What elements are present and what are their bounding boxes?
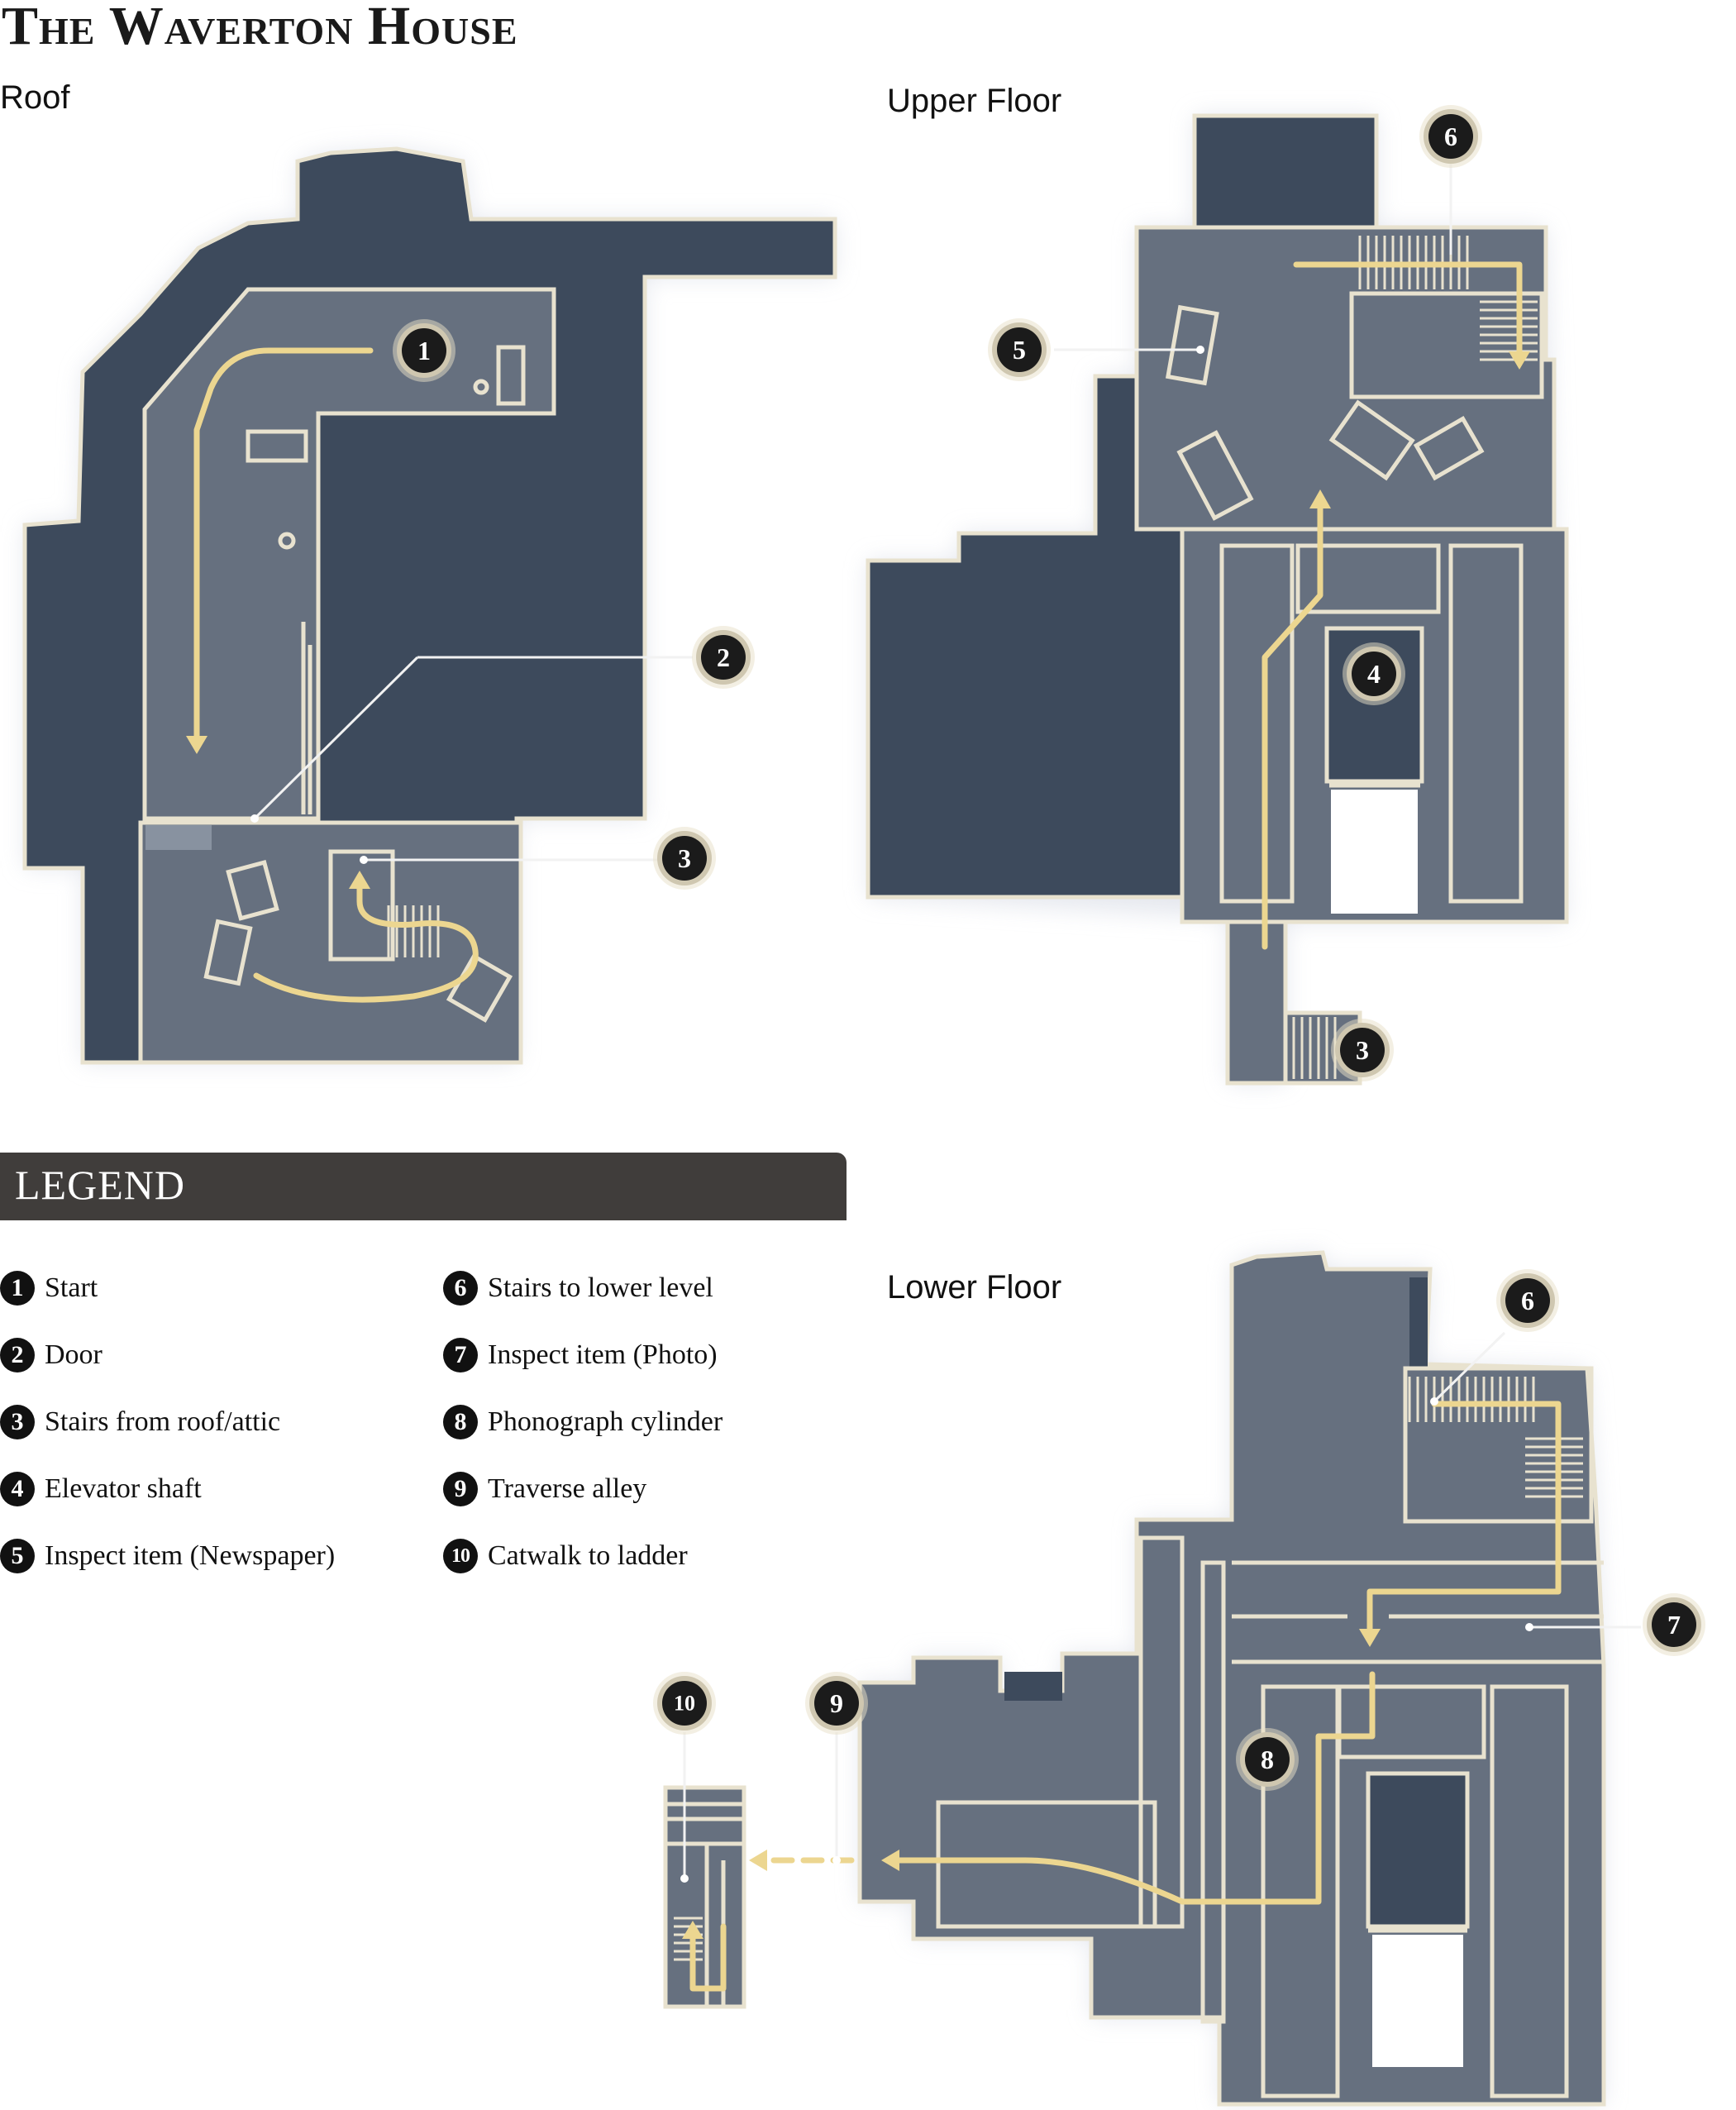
legend-label: Phonograph cylinder	[488, 1406, 723, 1437]
legend-label: Inspect item (Photo)	[488, 1339, 718, 1370]
legend-number: 3	[0, 1405, 35, 1439]
upper-route-stairs	[1293, 261, 1523, 359]
legend-number: 2	[0, 1338, 35, 1372]
legend-item-newspaper: 5 Inspect item (Newspaper)	[0, 1539, 335, 1573]
roof-stair-well	[328, 849, 395, 962]
lower-elevator-shaft	[1366, 1771, 1470, 1929]
map-marker-2-roof: 2	[692, 626, 755, 689]
legend-item-elevator-shaft: 4 Elevator shaft	[0, 1472, 202, 1506]
svg-text:6: 6	[1444, 122, 1457, 151]
legend-item-start: 1 Start	[0, 1271, 98, 1306]
legend-label: Stairs from roof/attic	[45, 1406, 281, 1437]
map-marker-3-roof: 3	[653, 827, 716, 890]
upper-route-main	[1261, 501, 1323, 950]
legend-header: LEGEND	[0, 1153, 847, 1220]
svg-text:1: 1	[417, 336, 431, 365]
legend-number: 8	[443, 1405, 478, 1439]
map-marker-6-lower: 6	[1496, 1269, 1559, 1332]
map-marker-7-lower: 7	[1643, 1593, 1705, 1656]
legend-label: Start	[45, 1272, 98, 1303]
svg-text:2: 2	[717, 642, 730, 672]
page-title: The Waverton House	[2, 0, 518, 56]
legend-number: 9	[443, 1472, 478, 1506]
legend-label: Traverse alley	[488, 1473, 647, 1504]
svg-text:3: 3	[678, 843, 691, 873]
legend-number: 4	[0, 1472, 35, 1506]
roof-vent	[246, 429, 308, 463]
floor-label-upper: Upper Floor	[887, 83, 1062, 119]
lower-stairs-side	[1525, 1437, 1583, 1498]
legend-item-door: 2 Door	[0, 1338, 103, 1372]
lower-route-stairs	[1366, 1401, 1562, 1636]
svg-text:8: 8	[1261, 1745, 1274, 1774]
legend-item-catwalk: 10 Catwalk to ladder	[443, 1539, 688, 1573]
legend-label: Elevator shaft	[45, 1473, 202, 1504]
legend-number: 6	[443, 1271, 478, 1306]
roof-stairs	[387, 905, 440, 957]
svg-text:4: 4	[1367, 659, 1381, 689]
roof-plan	[22, 146, 837, 1065]
svg-text:9: 9	[830, 1688, 843, 1718]
legend-item-stairs-lower: 6 Stairs to lower level	[443, 1271, 713, 1306]
map-marker-1-roof: 1	[393, 319, 455, 382]
roof-route-a	[193, 347, 374, 747]
map-marker-3-upper: 3	[1331, 1019, 1394, 1081]
roof-chimney	[496, 345, 526, 406]
legend-label: Door	[45, 1339, 103, 1370]
map-marker-8-lower: 8	[1236, 1728, 1299, 1791]
legend-item-photo: 7 Inspect item (Photo)	[443, 1338, 718, 1372]
svg-text:5: 5	[1013, 335, 1026, 365]
svg-text:10: 10	[674, 1692, 695, 1716]
legend-number: 5	[0, 1539, 35, 1573]
upper-main-room	[1134, 225, 1557, 532]
roof-route-b	[253, 873, 479, 1003]
upper-stairs-bottom	[1292, 1017, 1337, 1079]
svg-text:6: 6	[1521, 1286, 1534, 1315]
map-marker-9-lower: 9	[805, 1672, 868, 1735]
legend-number: 1	[0, 1271, 35, 1306]
roof-walkway	[142, 287, 556, 821]
lower-route-ladder	[689, 1923, 727, 1992]
legend-item-alley: 9 Traverse alley	[443, 1472, 646, 1506]
upper-dark-top	[1192, 113, 1379, 230]
map-marker-5-upper: 5	[988, 318, 1051, 381]
legend-label: Stairs to lower level	[488, 1272, 713, 1303]
map-marker-10-lower: 10	[653, 1672, 716, 1735]
lower-route-main	[894, 1671, 1376, 1905]
legend-label: Inspect item (Newspaper)	[45, 1540, 336, 1571]
legend-item-stairs-from-roof: 3 Stairs from roof/attic	[0, 1405, 280, 1439]
lower-floor-plan	[663, 1250, 1641, 2107]
legend-number: 7	[443, 1338, 478, 1372]
upper-stairs-side	[1480, 300, 1538, 361]
legend-title: LEGEND	[15, 1162, 185, 1208]
svg-text:3: 3	[1356, 1035, 1369, 1065]
lower-ladder	[674, 1917, 703, 1961]
map-marker-6-upper: 6	[1419, 105, 1482, 168]
legend-item-phonograph: 8 Phonograph cylinder	[443, 1405, 723, 1439]
legend-number: 10	[443, 1539, 478, 1573]
svg-text:7: 7	[1667, 1610, 1681, 1640]
map-marker-4-upper: 4	[1343, 642, 1405, 705]
legend-label: Catwalk to ladder	[488, 1540, 688, 1571]
floor-label-lower: Lower Floor	[887, 1269, 1062, 1306]
upper-floor-plan	[866, 113, 1569, 1086]
floor-label-roof: Roof	[0, 79, 70, 116]
upper-stair-tower	[1225, 919, 1288, 1086]
